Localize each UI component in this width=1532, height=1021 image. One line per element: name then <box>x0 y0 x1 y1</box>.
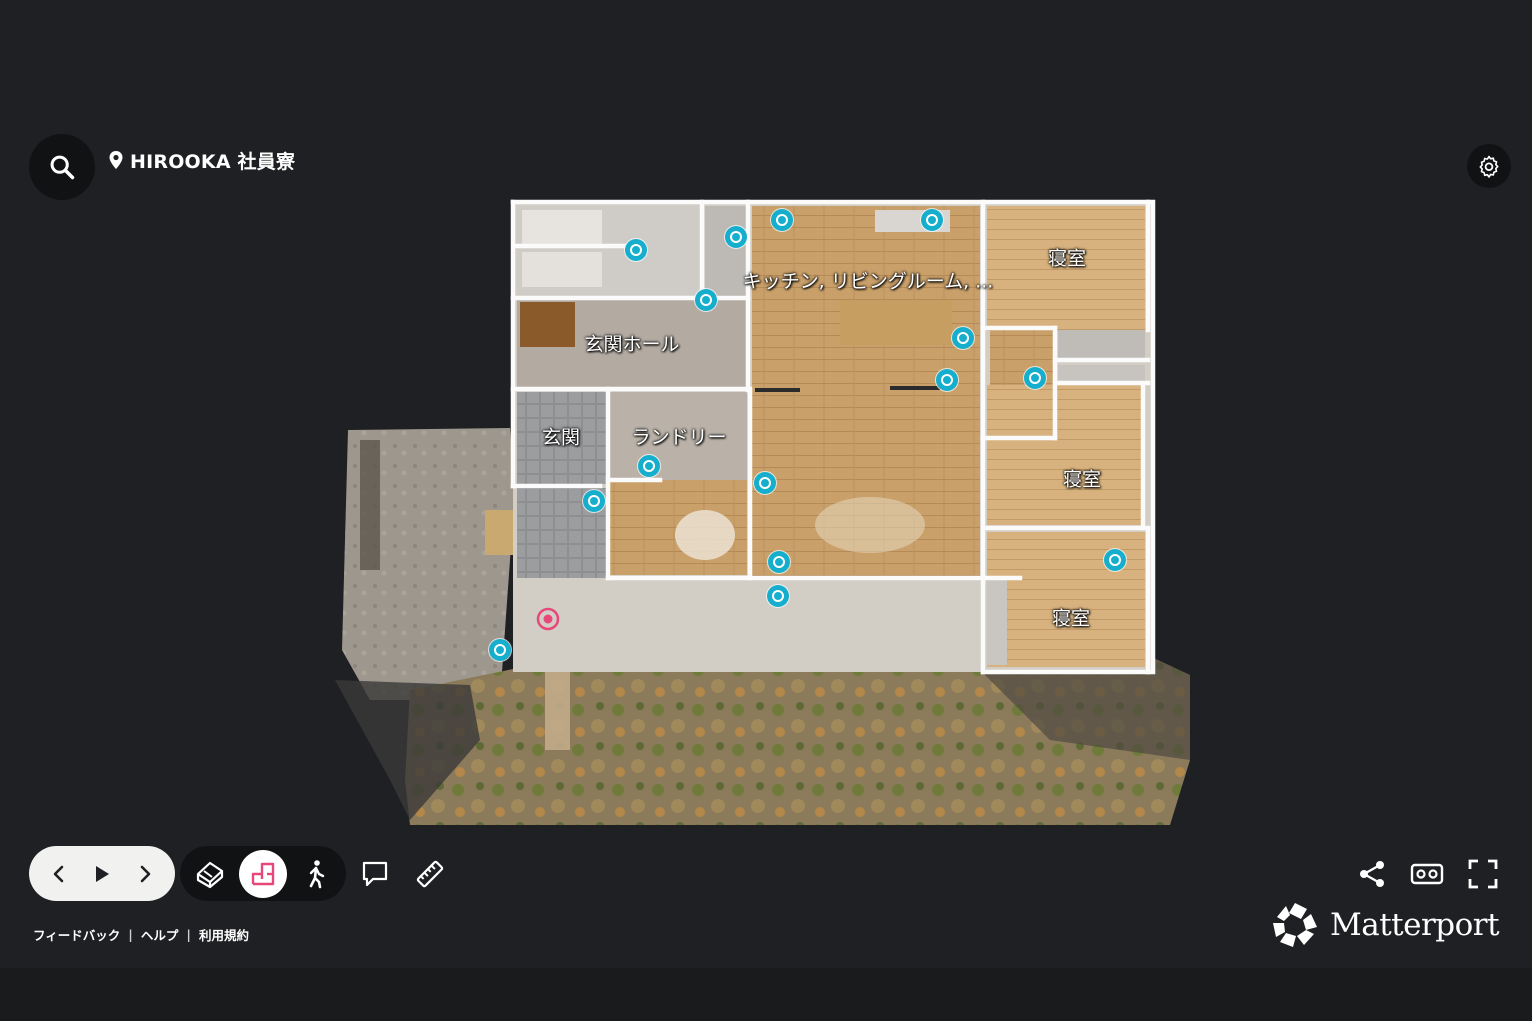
location-title: HIROOKA 社員寮 <box>108 146 295 174</box>
sweep-marker[interactable] <box>952 327 974 349</box>
room-label-bedroom-3[interactable]: 寝室 <box>1051 607 1091 630</box>
sweep-marker[interactable] <box>638 455 660 477</box>
room-label-entrance[interactable]: 玄関 <box>541 426 581 449</box>
brand-name: Matterport <box>1330 907 1500 943</box>
room-label-entrance-hall[interactable]: 玄関ホール <box>584 333 680 356</box>
ruler-icon <box>416 860 444 888</box>
sweep-marker[interactable] <box>767 585 789 607</box>
view-mode-group <box>180 846 346 901</box>
comment-icon <box>362 861 388 887</box>
sweep-marker[interactable] <box>771 209 793 231</box>
sweep-marker[interactable] <box>754 472 776 494</box>
footer-links: フィードバック | ヘルプ | 利用規約 <box>33 925 249 944</box>
search-icon <box>50 155 75 180</box>
share-button[interactable] <box>1350 852 1394 896</box>
feedback-link[interactable]: フィードバック <box>33 928 121 943</box>
next-button[interactable] <box>129 858 161 890</box>
dollhouse-mode-button[interactable] <box>186 850 234 898</box>
room-label-bedroom-2[interactable]: 寝室 <box>1062 468 1102 491</box>
location-label: HIROOKA 社員寮 <box>130 150 296 173</box>
sweep-marker[interactable] <box>489 639 511 661</box>
room-label-bedroom-1[interactable]: 寝室 <box>1047 247 1087 270</box>
previous-button[interactable] <box>43 858 75 890</box>
chevron-left-icon <box>53 865 63 882</box>
tour-controls <box>29 846 175 901</box>
sweep-marker[interactable] <box>1104 549 1126 571</box>
measure-button[interactable] <box>408 852 452 896</box>
footer-separator: | <box>186 927 191 942</box>
fullscreen-button[interactable] <box>1461 852 1505 896</box>
vr-button[interactable] <box>1405 852 1449 896</box>
floorplan-mode-button[interactable] <box>238 849 287 898</box>
play-icon <box>95 865 109 882</box>
current-position-marker <box>536 607 560 631</box>
floorplan-icon <box>251 862 275 885</box>
room-label-laundry[interactable]: ランドリー <box>631 426 727 449</box>
sweep-marker[interactable] <box>936 369 958 391</box>
sweep-marker[interactable] <box>768 551 790 573</box>
fullscreen-icon <box>1468 859 1498 889</box>
mattertag-button[interactable] <box>353 852 397 896</box>
sweep-marker[interactable] <box>695 289 717 311</box>
help-link[interactable]: ヘルプ <box>140 928 179 943</box>
bottom-strip <box>0 968 1532 1021</box>
settings-button[interactable] <box>1467 144 1511 188</box>
gear-icon <box>1479 155 1499 178</box>
floorplan-graphic <box>335 199 1190 825</box>
chevron-right-icon <box>141 865 151 882</box>
terms-link[interactable]: 利用規約 <box>198 928 249 943</box>
matterport-logo-icon <box>1273 903 1317 947</box>
location-pin-icon <box>109 151 123 169</box>
matterport-brand[interactable]: Matterport <box>1270 900 1500 950</box>
sweep-marker[interactable] <box>725 226 747 248</box>
walkthrough-mode-button[interactable] <box>292 850 340 898</box>
sweep-marker[interactable] <box>1024 367 1046 389</box>
walk-icon <box>309 859 324 888</box>
play-button[interactable] <box>86 858 118 890</box>
sweep-marker[interactable] <box>625 239 647 261</box>
search-button[interactable] <box>29 134 95 200</box>
dollhouse-icon <box>197 861 224 888</box>
share-icon <box>1360 861 1384 887</box>
vr-headset-icon <box>1410 863 1444 885</box>
sweep-marker[interactable] <box>583 490 605 512</box>
floorplan-view[interactable]: キッチン, リビングルーム, ... 寝室 玄関ホール 玄関 ランドリー 寝室 … <box>330 180 1190 830</box>
sweep-marker[interactable] <box>921 209 943 231</box>
footer-separator: | <box>128 927 133 942</box>
room-label-kitchen[interactable]: キッチン, リビングルーム, ... <box>742 270 994 293</box>
